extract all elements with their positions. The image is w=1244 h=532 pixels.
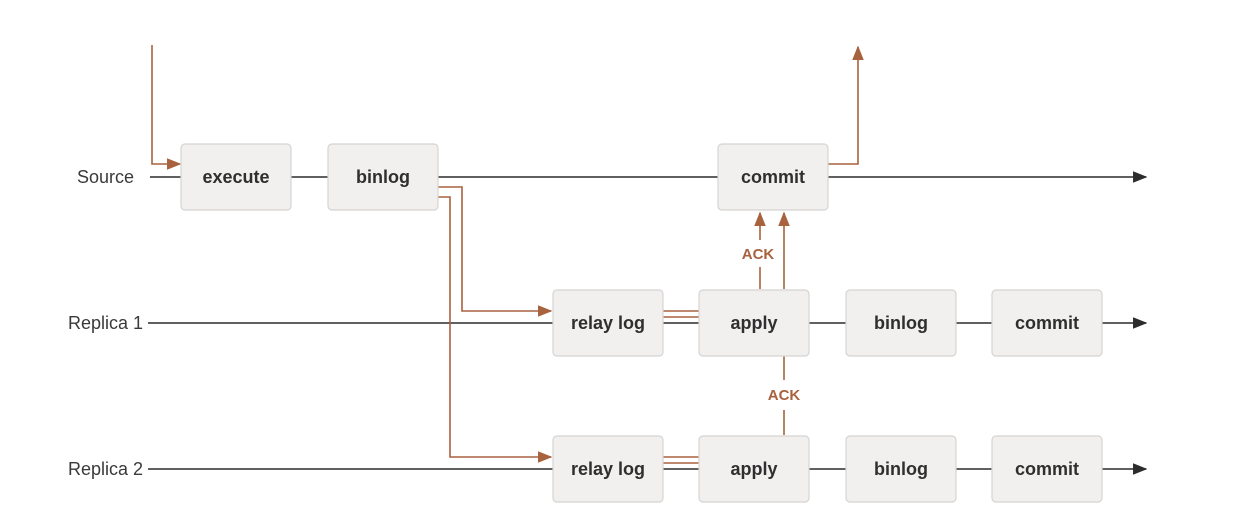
incoming-request-arrow <box>151 45 182 170</box>
replica1-step-binlog-label: binlog <box>874 313 928 333</box>
replica1-step-commit: commit <box>991 289 1103 357</box>
replica1-step-binlog: binlog <box>845 289 957 357</box>
source-step-execute: execute <box>180 143 292 211</box>
replica1-step-relay-log: relay log <box>552 289 664 357</box>
source-step-commit-label: commit <box>741 167 805 187</box>
lane-label-replica1: Replica 1 <box>68 313 143 333</box>
replica1-step-relay-log-label: relay log <box>571 313 645 333</box>
flow-connectors <box>151 45 864 464</box>
replica2-step-binlog: binlog <box>845 435 957 503</box>
replica1-step-commit-label: commit <box>1015 313 1079 333</box>
lane-label-source: Source <box>77 167 134 187</box>
source-step-commit: commit <box>717 143 829 211</box>
commit-response-arrow <box>828 45 864 165</box>
source-step-binlog: binlog <box>327 143 439 211</box>
replica2-step-commit: commit <box>991 435 1103 503</box>
source-step-binlog-label: binlog <box>356 167 410 187</box>
replica2-step-apply: apply <box>698 435 810 503</box>
replica1-step-apply: apply <box>698 289 810 357</box>
replica1-ack-label: ACK <box>742 246 775 263</box>
lane-label-replica2: Replica 2 <box>68 459 143 479</box>
replica2-step-relay-log: relay log <box>552 435 664 503</box>
binlog-to-replica2-arrow <box>438 196 553 463</box>
lane-labels: Source Replica 1 Replica 2 <box>68 167 143 479</box>
replica1-step-apply-label: apply <box>730 313 777 333</box>
binlog-to-replica1-arrow <box>438 186 553 317</box>
source-step-execute-label: execute <box>202 167 269 187</box>
replica2-step-commit-label: commit <box>1015 459 1079 479</box>
replica2-step-binlog-label: binlog <box>874 459 928 479</box>
replica2-ack-label: ACK <box>768 387 801 404</box>
replica2-step-relay-log-label: relay log <box>571 459 645 479</box>
replica2-step-apply-label: apply <box>730 459 777 479</box>
